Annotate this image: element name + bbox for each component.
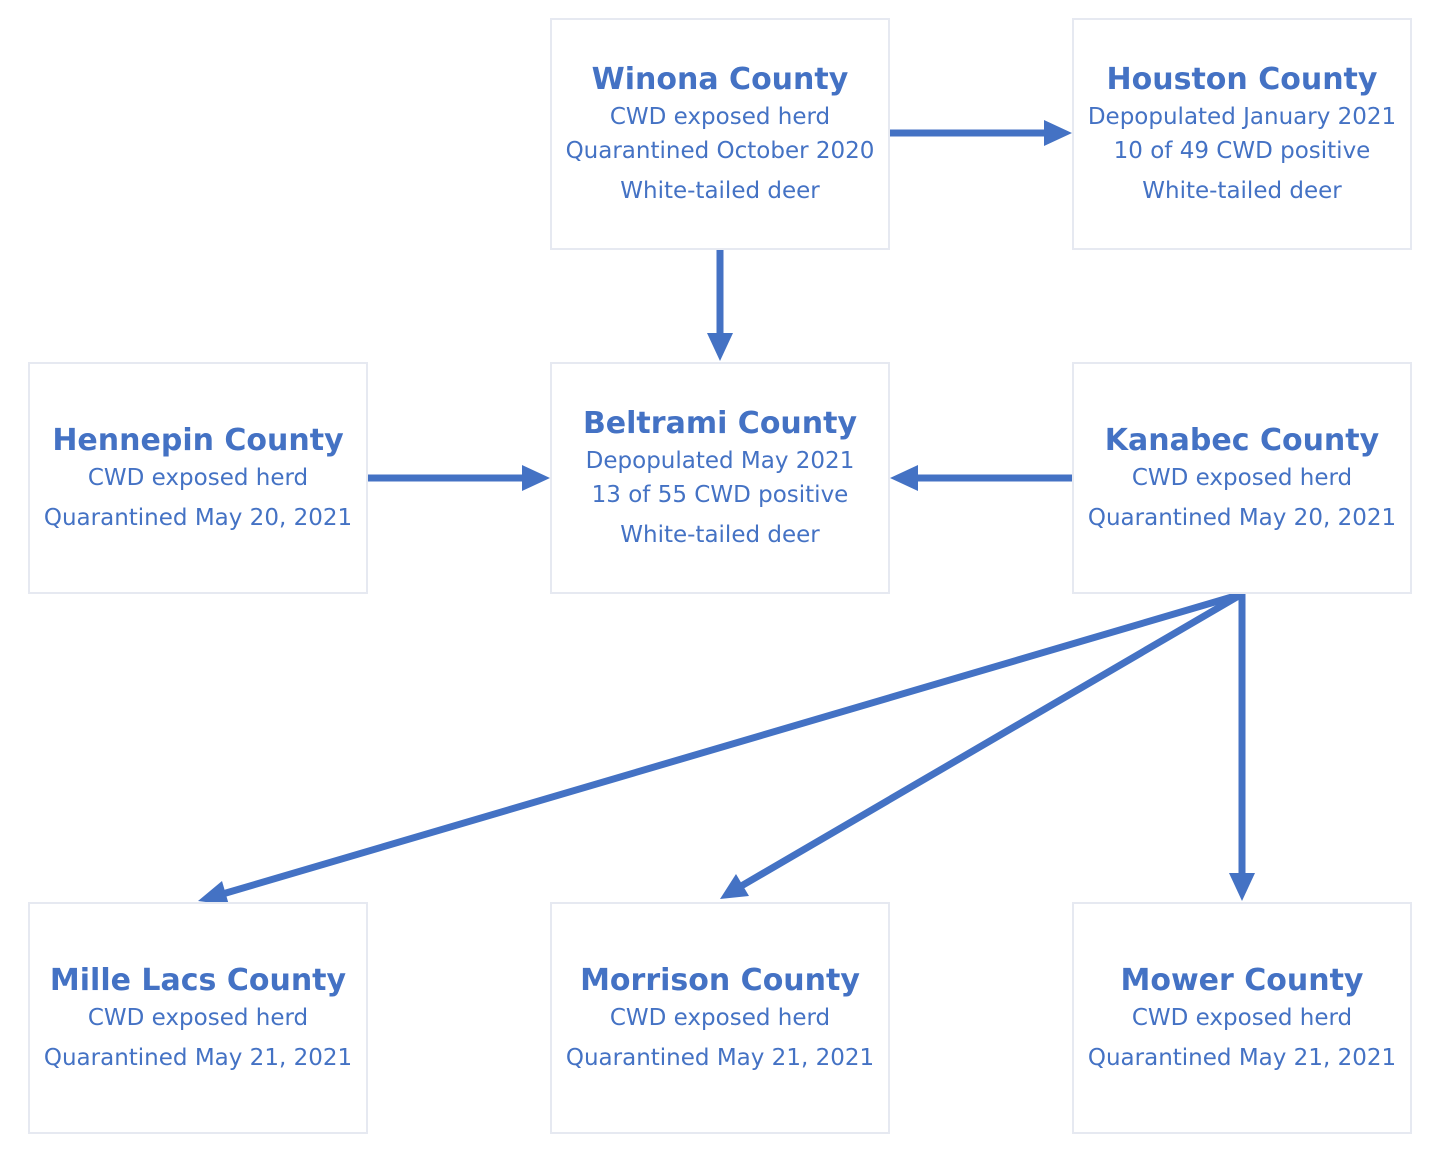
node-status: CWD exposed herd [87,1005,309,1031]
arrow-kanabec-to-morrison [739,590,1246,889]
node-mower-county: Mower County CWD exposed herd Quarantine… [1072,902,1412,1134]
arrowhead-beltrami-right [890,465,918,491]
node-status: CWD exposed herd [1131,1005,1353,1031]
arrowhead-morrison [720,874,749,899]
node-species: White-tailed deer [620,178,820,204]
node-status: CWD exposed herd [87,465,309,491]
node-title: Kanabec County [1104,423,1380,458]
arrowhead-mower [1229,873,1255,901]
node-date: Quarantined May 20, 2021 [43,505,353,531]
node-status: CWD exposed herd [609,1005,831,1031]
node-houston-county: Houston County Depopulated January 2021 … [1072,18,1412,250]
node-status: CWD exposed herd [609,104,831,130]
node-date: Quarantined October 2020 [565,138,875,164]
node-title: Beltrami County [582,406,858,441]
node-result: 10 of 49 CWD positive [1113,138,1371,164]
node-status: Depopulated January 2021 [1087,104,1397,130]
node-title: Hennepin County [52,423,344,458]
node-status: Depopulated May 2021 [585,448,855,474]
node-hennepin-county: Hennepin County CWD exposed herd Quarant… [28,362,368,594]
node-date: Quarantined May 21, 2021 [565,1045,875,1071]
arrowhead-beltrami-left [522,465,550,491]
node-species: White-tailed deer [620,522,820,548]
arrowhead-houston [1044,120,1072,146]
node-title: Winona County [591,62,849,97]
node-winona-county: Winona County CWD exposed herd Quarantin… [550,18,890,250]
node-result: 13 of 55 CWD positive [591,482,849,508]
node-morrison-county: Morrison County CWD exposed herd Quarant… [550,902,890,1134]
arrowhead-beltrami-top [707,333,733,361]
node-title: Mille Lacs County [49,963,347,998]
node-species: White-tailed deer [1142,178,1342,204]
node-beltrami-county: Beltrami County Depopulated May 2021 13 … [550,362,890,594]
node-kanabec-county: Kanabec County CWD exposed herd Quaranti… [1072,362,1412,594]
node-date: Quarantined May 21, 2021 [1087,1045,1397,1071]
node-mille-lacs-county: Mille Lacs County CWD exposed herd Quara… [28,902,368,1134]
node-title: Houston County [1106,62,1378,97]
node-title: Morrison County [580,963,860,998]
node-date: Quarantined May 21, 2021 [43,1045,353,1071]
node-date: Quarantined May 20, 2021 [1087,505,1397,531]
node-status: CWD exposed herd [1131,465,1353,491]
node-title: Mower County [1120,963,1364,998]
arrowhead-mille-lacs [198,881,229,905]
arrow-kanabec-to-mille-lacs [222,590,1246,897]
